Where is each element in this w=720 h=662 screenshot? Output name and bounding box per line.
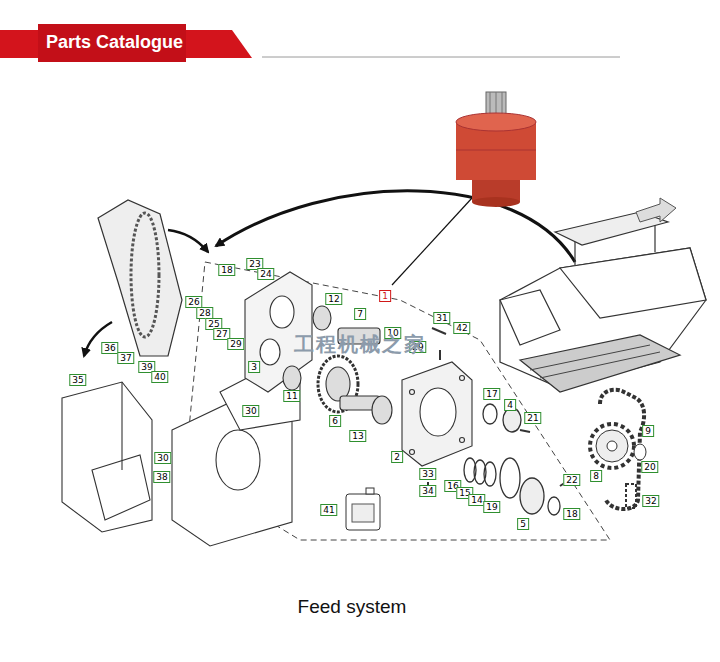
callout-number: 9 bbox=[642, 425, 654, 437]
callout-number: 34 bbox=[419, 485, 436, 497]
callout-number: 31 bbox=[433, 312, 450, 324]
watermark-text: 工程机械之家 bbox=[294, 331, 426, 358]
callout-number: 33 bbox=[419, 468, 436, 480]
callout-number: 42 bbox=[453, 322, 470, 334]
callout-number: 29 bbox=[227, 338, 244, 350]
callout-number: 37 bbox=[117, 352, 134, 364]
callout-number: 38 bbox=[153, 471, 170, 483]
callout-number: 40 bbox=[151, 371, 168, 383]
callout-number: 30 bbox=[242, 405, 259, 417]
callout-number: 36 bbox=[101, 342, 118, 354]
callout-number: 17 bbox=[483, 388, 500, 400]
callout-number: 4 bbox=[504, 399, 516, 411]
title-text: Parts Catalogue bbox=[46, 32, 183, 53]
callout-number: 30 bbox=[154, 452, 171, 464]
callout-number: 20 bbox=[641, 461, 658, 473]
callout-number: 41 bbox=[320, 504, 337, 516]
callout-number: 7 bbox=[354, 308, 366, 320]
callout-number: 19 bbox=[483, 501, 500, 513]
callout-number: 22 bbox=[563, 474, 580, 486]
callout-number: 18 bbox=[218, 264, 235, 276]
callout-number: 32 bbox=[642, 495, 659, 507]
callout-number: 2 bbox=[391, 451, 403, 463]
callout-number: 21 bbox=[524, 412, 541, 424]
callout-number: 24 bbox=[257, 268, 274, 280]
callout-number: 8 bbox=[590, 470, 602, 482]
caption: Feed system bbox=[298, 596, 407, 618]
callout-number: 11 bbox=[283, 390, 300, 402]
callout-number: 35 bbox=[69, 374, 86, 386]
callout-number: 3 bbox=[248, 361, 260, 373]
callout-number: 1 bbox=[379, 290, 391, 302]
callout-number: 12 bbox=[325, 293, 342, 305]
callout-number: 13 bbox=[349, 430, 366, 442]
callout-number: 18 bbox=[563, 508, 580, 520]
callout-number: 5 bbox=[517, 518, 529, 530]
callout-number: 6 bbox=[329, 415, 341, 427]
